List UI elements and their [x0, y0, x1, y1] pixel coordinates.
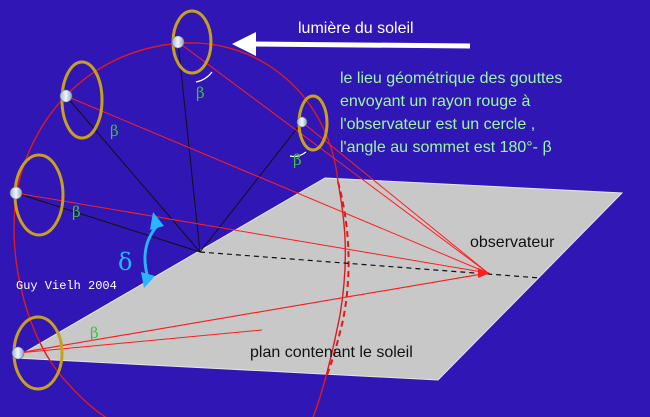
delta-label: δ [118, 248, 132, 276]
ray-bottom-drop-to-plane [17, 329, 263, 354]
axis-line [199, 251, 541, 279]
drop-top [171, 9, 213, 75]
beta-label-top: β [196, 84, 205, 102]
beta-label-bottom: β [90, 324, 99, 342]
angle-arcs [195, 71, 307, 158]
beta-label-right: β [293, 151, 302, 169]
observer-label: observateur [470, 234, 555, 251]
caption-line-1: le lieu géométrique des gouttes [340, 70, 562, 87]
credit-label: Guy Vielh 2004 [16, 279, 117, 293]
drop-upper-left [59, 60, 104, 140]
sunlight-arrow [232, 32, 471, 56]
caption-line-4: l'angle au sommet est 180°- β [340, 139, 552, 156]
drop-middle-left [9, 153, 65, 237]
locus-circle-right-arc [312, 181, 347, 417]
delta-arrow [143, 225, 159, 279]
beta-label-upper-left: β [110, 122, 119, 140]
sun-plane [13, 177, 624, 381]
delta-arrowhead-top [150, 212, 164, 230]
sunlight-label: lumière du soleil [298, 20, 414, 37]
drop-bottom [11, 315, 64, 391]
delta-arrowhead-bottom [141, 272, 155, 288]
beta-label-middle-left: β [72, 203, 81, 221]
caption-line-3: l'observateur est un cercle , [340, 116, 535, 133]
cone-lines [15, 41, 303, 253]
locus-circle-hidden-arc [324, 181, 350, 381]
caption-line-2: envoyant un rayon rouge à [340, 93, 530, 110]
observer-arrowhead [478, 268, 490, 278]
drop-right [296, 94, 329, 152]
plane-label: plan contenant le soleil [250, 344, 413, 361]
red-rays [15, 41, 489, 354]
